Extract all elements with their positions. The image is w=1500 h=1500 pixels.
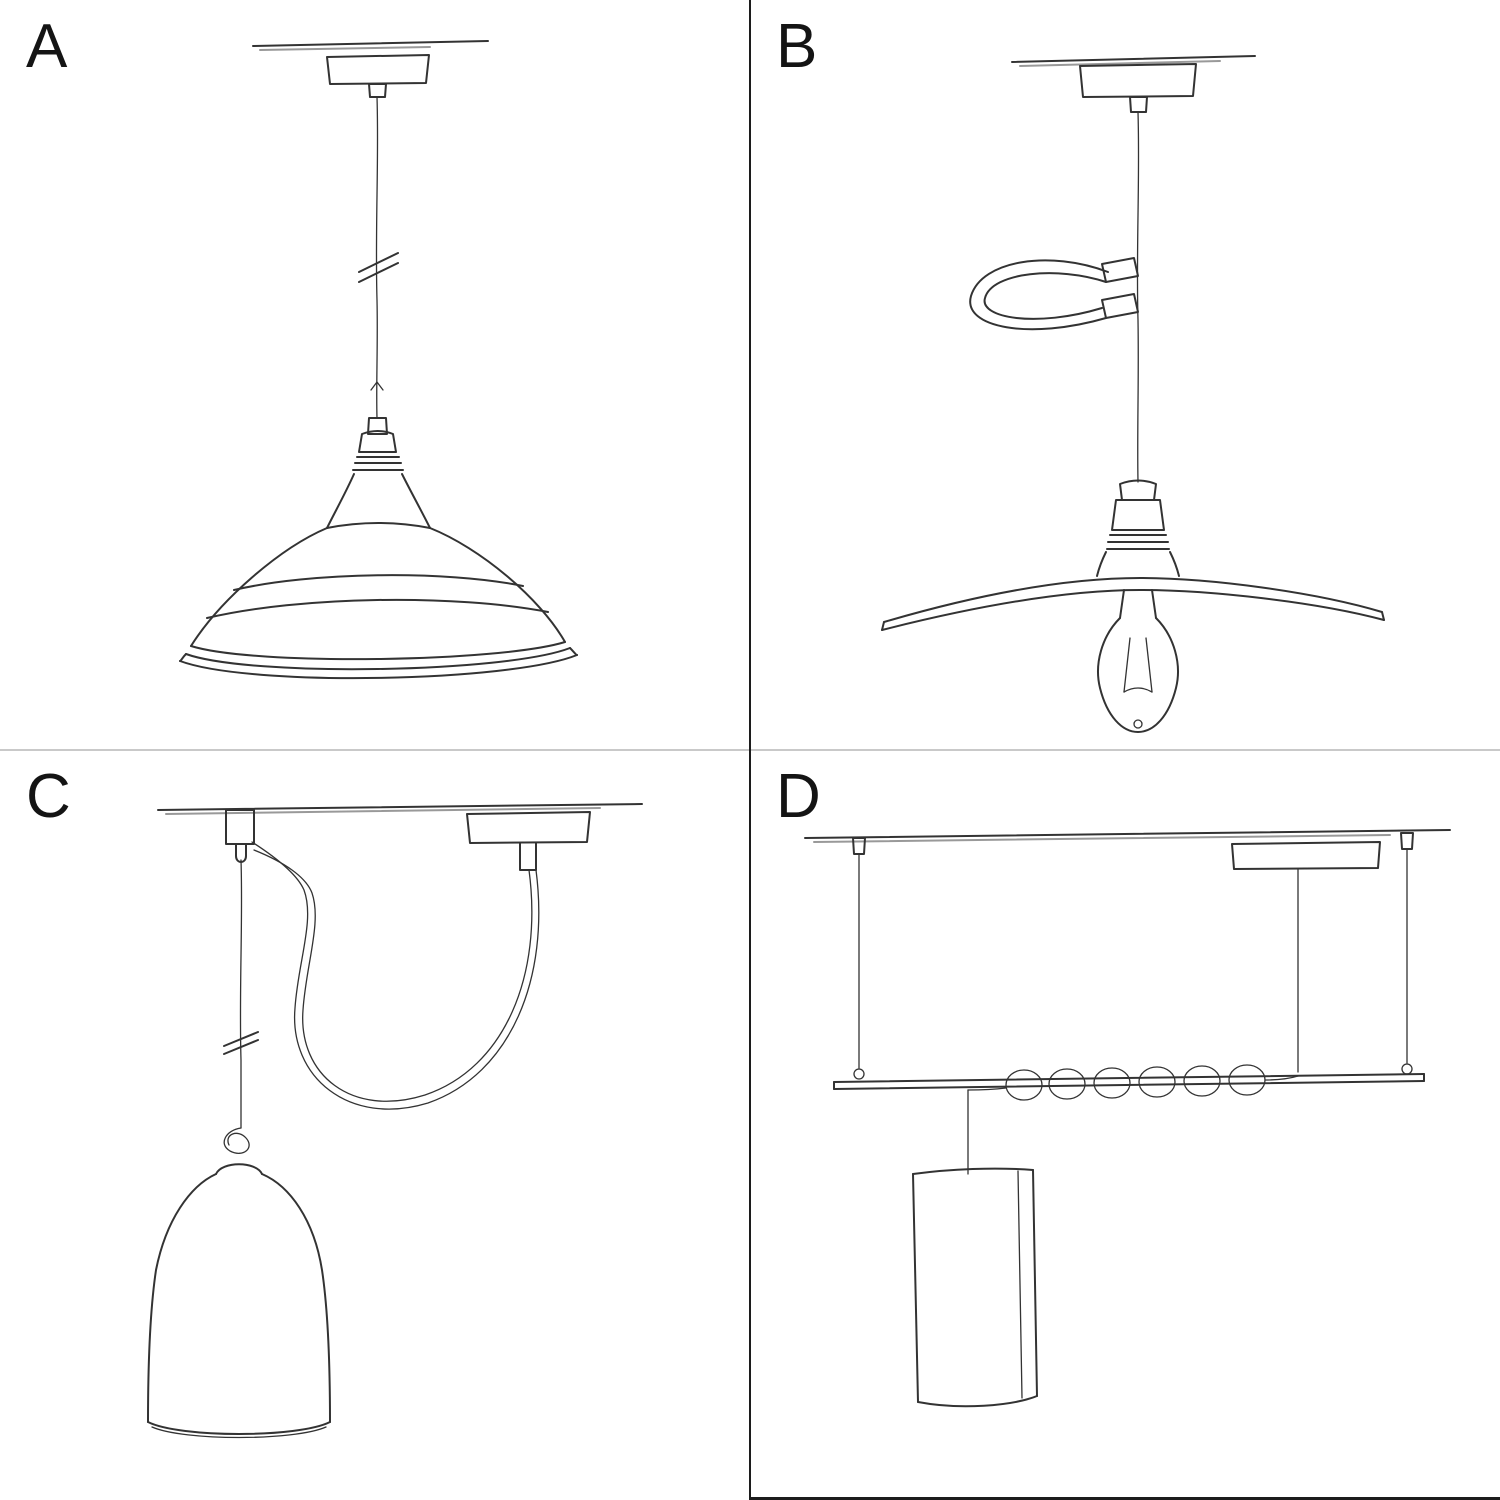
lamp-holder	[326, 417, 431, 529]
sketch-pendant-swag-hook	[881, 55, 1385, 733]
light-bulb	[1097, 589, 1179, 733]
vertical-divider	[749, 0, 751, 1500]
sketch-pendant-straight-drop	[179, 40, 578, 680]
flat-plate-shade	[881, 577, 1385, 631]
pendant-cable	[1136, 111, 1140, 483]
lamp-holder	[1096, 479, 1180, 577]
right-suspension-wire	[1400, 832, 1414, 1075]
tube-shade	[912, 1167, 1038, 1408]
bottom-edge-line	[750, 1497, 1500, 1500]
ceiling-rose	[466, 811, 591, 871]
cable-knot	[223, 1127, 250, 1154]
panel-d-label: D	[776, 762, 822, 831]
panel-c-label: C	[26, 762, 72, 831]
panel-d: D	[750, 750, 1500, 1500]
sketch-swag-over-hook	[147, 803, 643, 1439]
pendant-cable	[358, 96, 399, 419]
ceiling-rose	[326, 54, 430, 98]
ceiling-rose	[1079, 63, 1197, 113]
ceiling-line	[804, 829, 1451, 843]
panel-b: B	[750, 0, 1500, 750]
industrial-bowl-shade	[179, 522, 578, 680]
panel-a-label: A	[26, 12, 69, 81]
swag-hook	[969, 257, 1139, 331]
left-suspension-wire	[852, 837, 866, 1080]
drop-cable	[223, 859, 259, 1129]
coiled-cable	[967, 1064, 1299, 1101]
ceiling-line	[1011, 55, 1256, 67]
sketch-bar-suspension	[804, 829, 1451, 1408]
swag-cable	[251, 841, 540, 1110]
bell-shade	[147, 1163, 331, 1439]
ceiling-line	[252, 40, 489, 51]
panel-b-label: B	[776, 12, 819, 81]
panel-a: A	[0, 0, 750, 750]
ceiling-rose	[1231, 841, 1381, 1073]
wall-hook	[225, 809, 255, 863]
panel-c: C	[0, 750, 750, 1500]
